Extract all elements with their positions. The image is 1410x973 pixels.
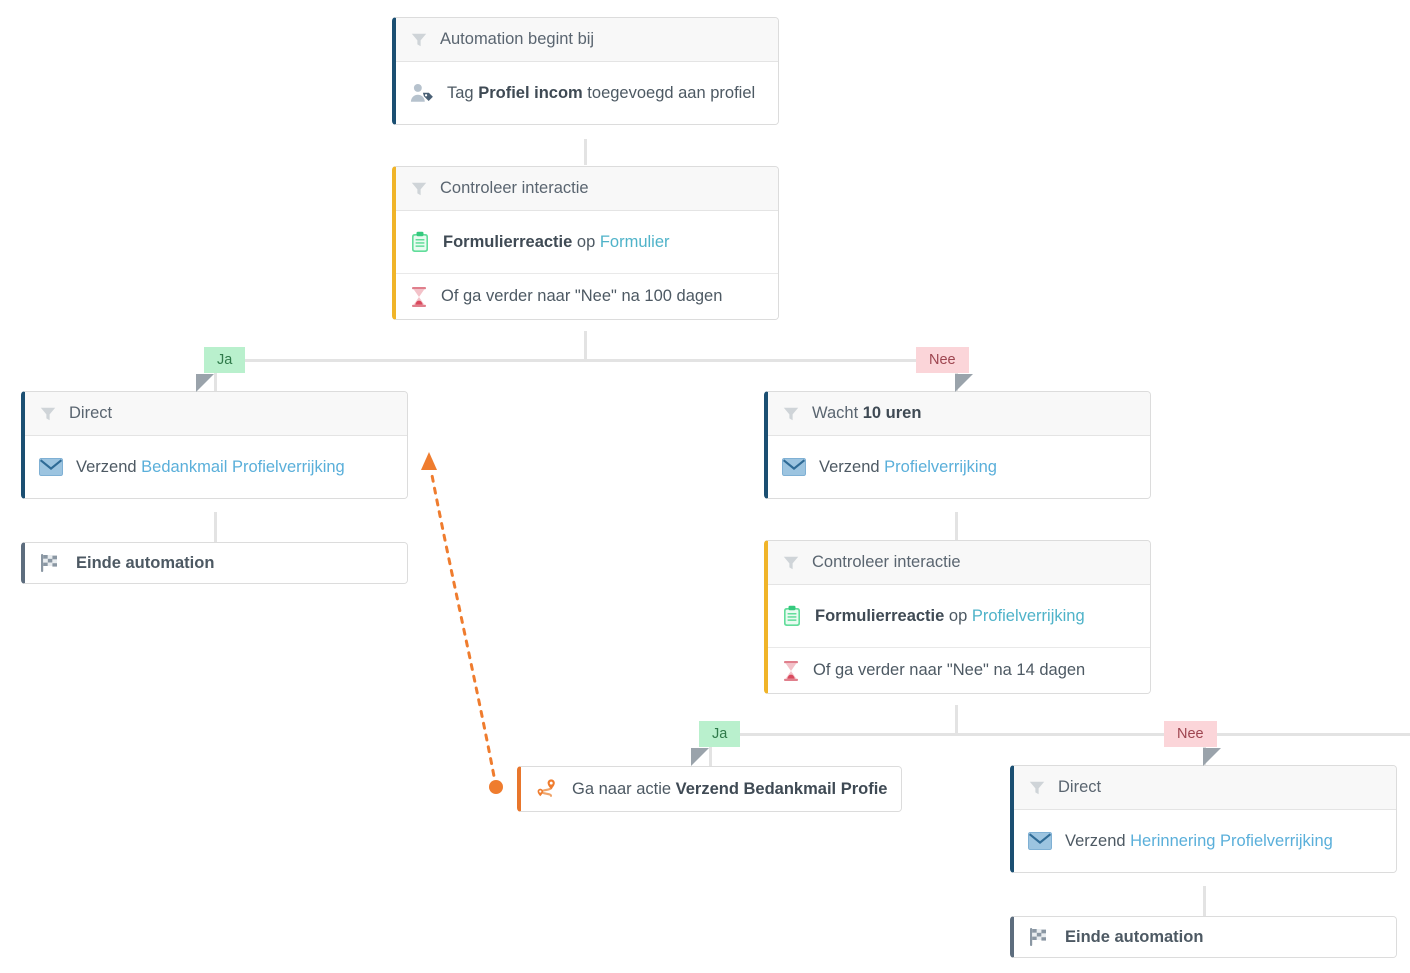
node-check-interaction-1[interactable]: Controleer interactie Formulierreactie o… <box>392 166 779 320</box>
node-check1-row-timeout[interactable]: Of ga verder naar "Nee" na 100 dagen <box>396 273 778 319</box>
branch-badge-ja-1[interactable]: Ja <box>204 347 246 373</box>
node-direct-right[interactable]: Direct Verzend Herinnering Profielverrij… <box>1010 765 1397 873</box>
node-check1-row-form-text: Formulierreactie op Formulier <box>443 232 670 251</box>
connector-branch1-bar <box>214 359 958 362</box>
node-check1-row-form[interactable]: Formulierreactie op Formulier <box>396 211 778 273</box>
arrowhead-branch2-right <box>1203 748 1221 766</box>
node-end-right-label: Einde automation <box>1065 927 1204 946</box>
node-end-left[interactable]: Einde automation <box>21 542 408 584</box>
node-goto-action-row[interactable]: Ga naar actie Verzend Bedankmail Profie <box>521 767 901 811</box>
connector-branch1-left-drop <box>214 359 217 393</box>
node-end-right[interactable]: Einde automation <box>1010 916 1397 958</box>
envelope-icon <box>39 458 63 476</box>
node-end-left-row[interactable]: Einde automation <box>25 543 407 583</box>
node-trigger[interactable]: Automation begint bij Tag Profiel incom … <box>392 17 779 125</box>
route-pins-icon <box>535 778 559 800</box>
connector-goto-stub <box>709 758 712 770</box>
node-wait-right[interactable]: Wacht 10 uren Verzend Profielverrijking <box>764 391 1151 499</box>
node-check2-row-timeout-text: Of ga verder naar "Nee" na 14 dagen <box>813 661 1086 679</box>
node-check2-title: Controleer interactie <box>812 553 961 571</box>
connector-trigger-to-check1 <box>584 139 587 165</box>
node-check2-header: Controleer interactie <box>768 541 1150 585</box>
filter-icon <box>1028 779 1046 797</box>
node-direct-left-row-text: Verzend Bedankmail Profielverrijking <box>76 457 345 476</box>
arrowhead-branch1-right <box>955 374 973 392</box>
clipboard-icon <box>410 231 430 253</box>
filter-icon <box>782 405 800 423</box>
branch-badge-nee-1[interactable]: Nee <box>916 347 969 373</box>
user-tag-icon <box>410 83 434 103</box>
arrowhead-branch1-left <box>196 374 214 392</box>
node-wait-right-title: Wacht 10 uren <box>812 404 922 422</box>
connector-wait-to-check2 <box>955 512 958 542</box>
connector-direct-right-to-end <box>1203 886 1206 916</box>
filter-icon <box>410 31 428 49</box>
envelope-icon <box>1028 832 1052 850</box>
checkered-flag-icon <box>39 553 63 573</box>
checkered-flag-icon <box>1028 927 1052 947</box>
node-direct-right-row[interactable]: Verzend Herinnering Profielverrijking <box>1014 810 1396 872</box>
clipboard-icon <box>782 605 802 627</box>
node-direct-left-header: Direct <box>25 392 407 436</box>
envelope-icon <box>782 458 806 476</box>
node-wait-right-header: Wacht 10 uren <box>768 392 1150 436</box>
node-direct-right-header: Direct <box>1014 766 1396 810</box>
filter-icon <box>782 554 800 572</box>
node-check2-row-form-text: Formulierreactie op Profielverrijking <box>815 606 1085 625</box>
hourglass-icon <box>410 286 428 308</box>
filter-icon <box>39 405 57 423</box>
node-check-interaction-2[interactable]: Controleer interactie Formulierreactie o… <box>764 540 1151 694</box>
node-goto-action[interactable]: Ga naar actie Verzend Bedankmail Profie <box>517 766 902 812</box>
node-direct-right-row-text: Verzend Herinnering Profielverrijking <box>1065 831 1333 850</box>
connector-branch2-left-drop <box>709 733 712 767</box>
node-trigger-row[interactable]: Tag Profiel incom toegevoegd aan profiel <box>396 62 778 124</box>
node-trigger-header: Automation begint bij <box>396 18 778 62</box>
node-check2-row-form[interactable]: Formulierreactie op Profielverrijking <box>768 585 1150 647</box>
node-check2-row-timeout[interactable]: Of ga verder naar "Nee" na 14 dagen <box>768 647 1150 693</box>
node-trigger-title: Automation begint bij <box>440 30 595 48</box>
connector-check1-down <box>584 331 587 360</box>
node-check1-title: Controleer interactie <box>440 179 589 197</box>
connector-branch2-bar-right <box>709 733 1204 736</box>
arrowhead-branch2-left <box>691 748 709 766</box>
filter-icon <box>410 180 428 198</box>
node-check1-header: Controleer interactie <box>396 167 778 211</box>
node-trigger-row-text: Tag Profiel incom toegevoegd aan profiel <box>447 83 756 102</box>
node-direct-left-title: Direct <box>69 404 113 422</box>
branch-badge-ja-2[interactable]: Ja <box>699 721 741 747</box>
connector-direct-left-to-end <box>214 512 217 542</box>
connector-check2-down <box>955 705 958 734</box>
node-direct-left[interactable]: Direct Verzend Bedankmail Profielverrijk… <box>21 391 408 499</box>
node-direct-left-row[interactable]: Verzend Bedankmail Profielverrijking <box>25 436 407 498</box>
node-check1-row-timeout-text: Of ga verder naar "Nee" na 100 dagen <box>441 287 723 305</box>
node-wait-right-row[interactable]: Verzend Profielverrijking <box>768 436 1150 498</box>
node-wait-right-row-text: Verzend Profielverrijking <box>819 457 997 476</box>
node-goto-action-text: Ga naar actie Verzend Bedankmail Profie <box>572 779 887 798</box>
node-direct-right-title: Direct <box>1058 778 1102 796</box>
node-end-right-row[interactable]: Einde automation <box>1014 917 1396 957</box>
hourglass-icon <box>782 660 800 682</box>
branch-badge-nee-2[interactable]: Nee <box>1164 721 1217 747</box>
node-end-left-label: Einde automation <box>76 553 215 572</box>
